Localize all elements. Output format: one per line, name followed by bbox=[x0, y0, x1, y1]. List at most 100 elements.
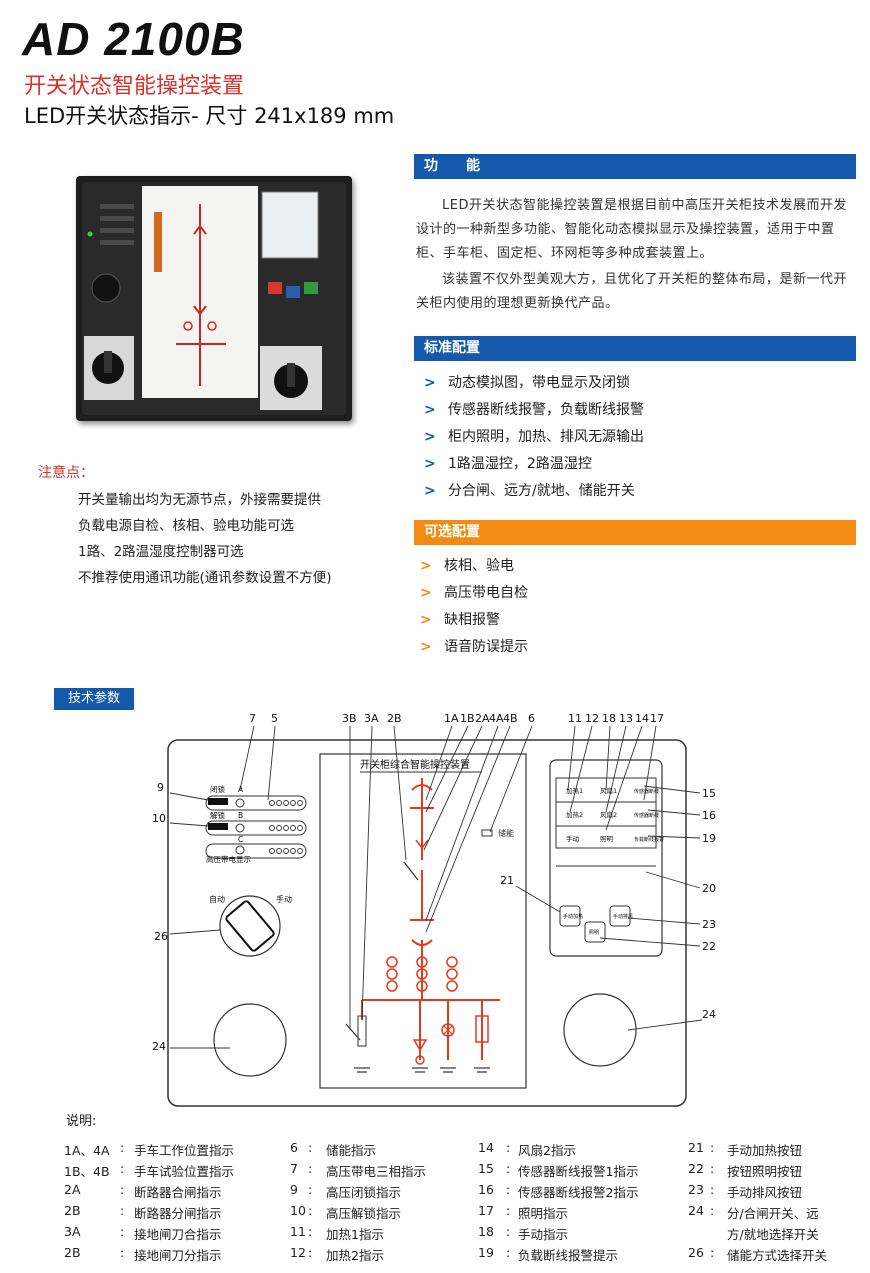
tech-params-tag: 技术参数 bbox=[54, 688, 134, 710]
screen-label: 加热2 bbox=[566, 810, 583, 819]
legend-value: 接地闸刀合指示 bbox=[134, 1227, 222, 1242]
legend-separator: : bbox=[308, 1203, 313, 1218]
callout-number: 26 bbox=[154, 930, 168, 943]
knob-label: 手动 bbox=[276, 894, 292, 904]
legend-value: 高压解锁指示 bbox=[326, 1206, 402, 1221]
legend-separator: : bbox=[308, 1140, 313, 1155]
callout-number: 6 bbox=[528, 712, 535, 725]
legend-value: 储能指示 bbox=[326, 1143, 377, 1158]
selector-switch-left bbox=[213, 1003, 287, 1077]
legend-key: 9 bbox=[290, 1182, 298, 1197]
callout-number: 24 bbox=[152, 1040, 166, 1053]
legend-key: 2B bbox=[64, 1203, 81, 1218]
legend-value: 按钮照明按钮 bbox=[727, 1164, 803, 1179]
legend-value: 高压带电三相指示 bbox=[326, 1164, 427, 1179]
legend-value: 手车工作位置指示 bbox=[134, 1143, 235, 1158]
list-item: >柜内照明，加热、排风无源输出 bbox=[424, 424, 854, 451]
selector-switch-right bbox=[563, 993, 637, 1067]
note-item: 开关量输出均为无源节点，外接需要提供 bbox=[78, 492, 321, 508]
manual-heat-button[interactable] bbox=[559, 905, 581, 927]
chevron-right-icon: > bbox=[420, 612, 432, 628]
note-item: 1路、2路温湿度控制器可选 bbox=[78, 544, 244, 560]
legend-value: 方/就地选择开关 bbox=[727, 1227, 819, 1242]
screen-label: 风扇2 bbox=[600, 810, 617, 819]
list-item: >高压带电自检 bbox=[420, 580, 850, 607]
callout-number: 18 bbox=[602, 712, 616, 725]
chevron-right-icon: > bbox=[424, 483, 436, 499]
legend-value: 储能方式选择开关 bbox=[727, 1248, 828, 1263]
mimic-panel-title: 开关柜综合智能操控装置 bbox=[360, 758, 470, 771]
standard-config-list: >动态模拟图，带电显示及闭锁 >传感器断线报警，负载断线报警 >柜内照明，加热、… bbox=[424, 370, 854, 505]
legend-key: 11 bbox=[290, 1224, 306, 1239]
screen-label: 传感器断线 bbox=[634, 788, 659, 795]
legend-value: 接地闸刀分指示 bbox=[134, 1248, 222, 1263]
legend-separator: : bbox=[506, 1182, 511, 1197]
callout-number: 2A bbox=[475, 712, 490, 725]
legend-key: 15 bbox=[478, 1161, 494, 1176]
callout-number: 17 bbox=[650, 712, 664, 725]
legend-separator: : bbox=[120, 1245, 125, 1260]
legend-value: 加热2指示 bbox=[326, 1248, 384, 1263]
callout-number: 14 bbox=[635, 712, 649, 725]
legend-separator: : bbox=[506, 1224, 511, 1239]
legend-value: 高压闭锁指示 bbox=[326, 1185, 402, 1200]
phase-label: A bbox=[238, 785, 244, 794]
legend-value: 手动指示 bbox=[518, 1227, 569, 1242]
legend-key: 24 bbox=[688, 1203, 704, 1218]
manual-exhaust-button[interactable] bbox=[609, 905, 631, 927]
legend-value: 传感器断线报警1指示 bbox=[518, 1164, 639, 1179]
callout-number: 19 bbox=[702, 832, 716, 845]
callout-number: 11 bbox=[568, 712, 582, 725]
callout-number: 21 bbox=[500, 874, 514, 887]
legend-title: 说明: bbox=[66, 1114, 97, 1129]
legend-value: 手动加热按钮 bbox=[727, 1143, 803, 1158]
legend-separator: : bbox=[710, 1161, 715, 1176]
legend-key: 16 bbox=[478, 1182, 494, 1197]
mimic-panel bbox=[319, 753, 527, 1089]
legend-value: 手车试验位置指示 bbox=[134, 1164, 235, 1179]
legend-key: 6 bbox=[290, 1140, 298, 1155]
callout-number: 23 bbox=[702, 918, 716, 931]
chevron-right-icon: > bbox=[420, 558, 432, 574]
storage-mode-knob bbox=[219, 895, 281, 957]
callout-number: 4A bbox=[489, 712, 504, 725]
note-item: 不推荐使用通讯功能(通讯参数设置不方便) bbox=[78, 570, 332, 586]
callout-number: 12 bbox=[585, 712, 599, 725]
callout-number: 20 bbox=[702, 882, 716, 895]
screen-label: 加热1 bbox=[566, 786, 583, 795]
legend-key: 3A bbox=[64, 1224, 81, 1239]
light-button[interactable] bbox=[584, 921, 606, 943]
callout-number: 5 bbox=[271, 712, 278, 725]
chevron-right-icon: > bbox=[420, 585, 432, 601]
optional-config-list: >核相、验电 >高压带电自检 >缺相报警 >语音防误提示 bbox=[420, 553, 850, 661]
function-section-bar: 功 能 bbox=[414, 154, 856, 179]
legend-separator: : bbox=[308, 1245, 313, 1260]
legend-separator: : bbox=[308, 1161, 313, 1176]
callout-number: 10 bbox=[152, 812, 166, 825]
callout-number: 4B bbox=[503, 712, 518, 725]
lamp-label: 解锁 bbox=[210, 810, 225, 820]
callout-number: 2B bbox=[387, 712, 402, 725]
legend-separator: : bbox=[710, 1140, 715, 1155]
screen-label: 照明 bbox=[600, 835, 614, 843]
function-paragraph-1: LED开关状态智能操控装置是根据目前中高压开关柜技术发展而开发设计的一种新型多功… bbox=[416, 198, 847, 261]
callout-number: 1B bbox=[460, 712, 475, 725]
legend-value: 分/合闸开关、远 bbox=[727, 1206, 819, 1221]
knob-label: 自动 bbox=[209, 894, 225, 904]
callout-number: 24 bbox=[702, 1008, 716, 1021]
legend-key: 21 bbox=[688, 1140, 704, 1155]
function-paragraph-2: 该装置不仅外型美观大方，且优化了开关柜的整体布局，是新一代开关柜内使用的理想更新… bbox=[416, 272, 848, 311]
callout-number: 16 bbox=[702, 809, 716, 822]
legend-separator: : bbox=[120, 1140, 125, 1155]
list-item: >核相、验电 bbox=[420, 553, 850, 580]
lock-lamp bbox=[208, 798, 228, 805]
legend-value: 断路器分闸指示 bbox=[134, 1206, 222, 1221]
legend-value: 断路器合闸指示 bbox=[134, 1185, 222, 1200]
screen-label: 风扇1 bbox=[600, 786, 617, 795]
callout-number: 7 bbox=[249, 712, 256, 725]
callout-number: 15 bbox=[702, 787, 716, 800]
legend-separator: : bbox=[506, 1140, 511, 1155]
legend-value: 负载断线报警提示 bbox=[518, 1248, 619, 1263]
list-item: >1路温湿控，2路温湿控 bbox=[424, 451, 854, 478]
manual-heat-button-label: 手动加热 bbox=[563, 913, 583, 920]
